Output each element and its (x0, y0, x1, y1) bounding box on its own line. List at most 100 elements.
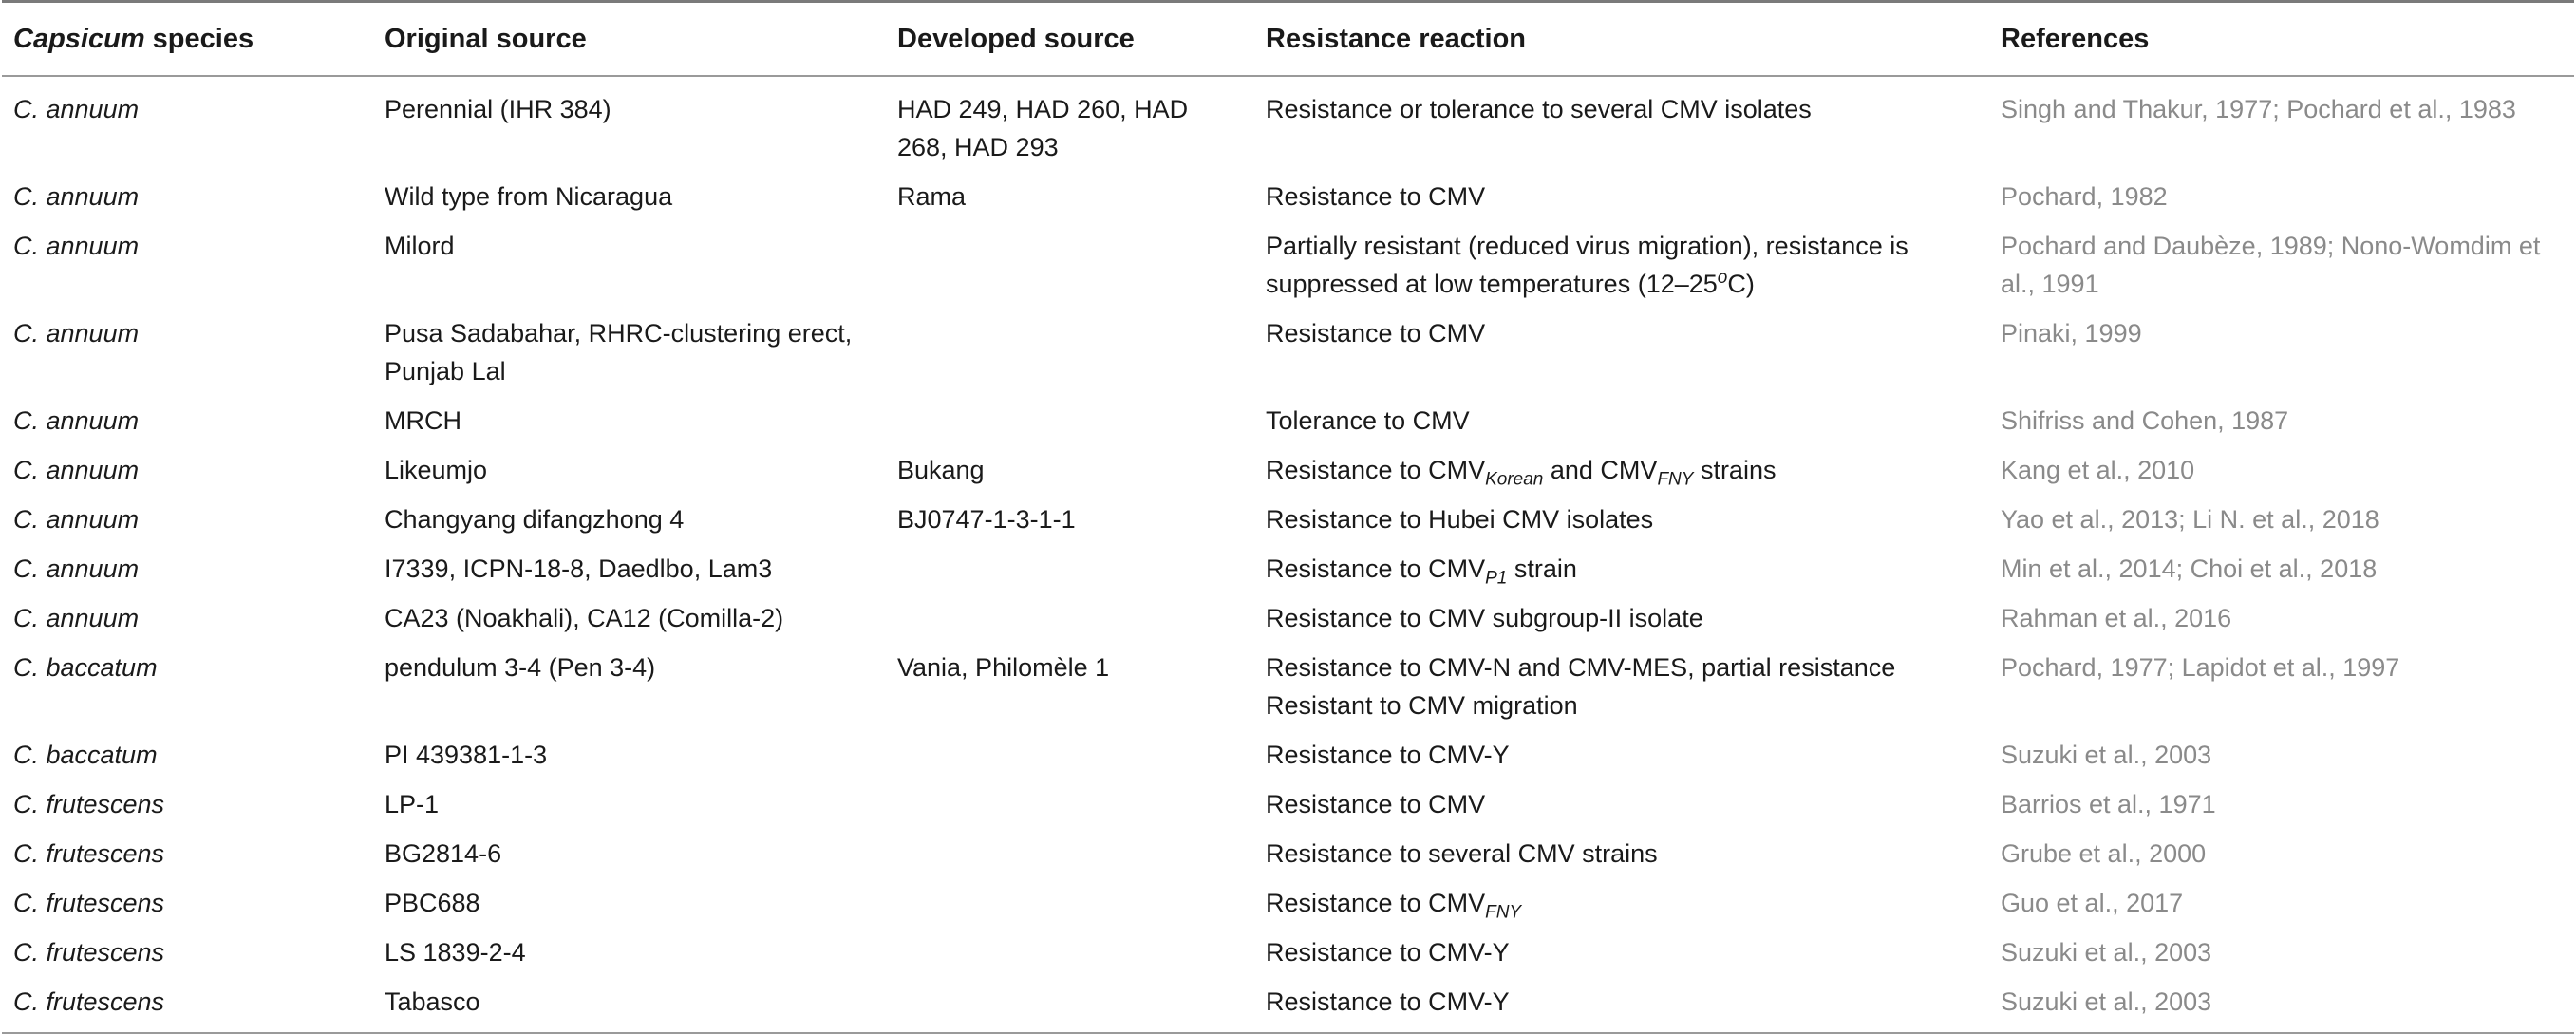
reaction-text: Resistance to CMV-Y (1266, 741, 1510, 769)
cell-species: C. baccatum (13, 653, 158, 682)
cell-developed-source (886, 928, 1254, 977)
cell-species: C. annuum (13, 604, 140, 632)
cell-developed-source (886, 221, 1254, 309)
reaction-subscript: FNY (1485, 902, 1522, 923)
cell-developed-source (886, 780, 1254, 829)
reaction-superscript: o (1717, 268, 1728, 288)
cell-developed-source (886, 878, 1254, 928)
cell-resistance-reaction: Resistance or tolerance to several CMV i… (1254, 76, 1989, 172)
reaction-text-post: strain (1507, 555, 1577, 583)
reaction-text: Resistance to several CMV strains (1266, 839, 1658, 868)
cell-developed-source (886, 977, 1254, 1033)
cell-references: Shifriss and Cohen, 1987 (2001, 406, 2289, 435)
cell-developed-source (886, 593, 1254, 643)
cell-developed-source: HAD 249, HAD 260, HAD 268, HAD 293 (897, 95, 1189, 161)
reaction-text: Resistance to CMV (1266, 889, 1486, 917)
cell-developed-source (886, 829, 1254, 878)
cell-resistance-reaction: Resistance to CMV-Y (1254, 977, 1989, 1033)
cell-resistance-reaction: Resistance to CMV subgroup-II isolate (1254, 593, 1989, 643)
cell-references: Pochard, 1977; Lapidot et al., 1997 (2001, 653, 2400, 682)
reaction-subscript: P1 (1485, 568, 1508, 589)
cell-developed-source: Bukang (897, 456, 985, 484)
header-developed-source: Developed source (897, 24, 1135, 54)
cell-developed-source (886, 396, 1254, 445)
reaction-subscript: FNY (1657, 469, 1694, 490)
header-species-rest: species (144, 24, 254, 54)
cell-developed-source (886, 730, 1254, 780)
cell-species: C. frutescens (13, 889, 165, 917)
cell-references: Barrios et al., 1971 (2001, 790, 2216, 818)
reaction-text: Resistance to CMV-N and CMV-MES, partial… (1266, 653, 1896, 720)
cell-resistance-reaction: Partially resistant (reduced virus migra… (1254, 221, 1989, 309)
cell-references: Suzuki et al., 2003 (2001, 938, 2212, 967)
cell-species: C. annuum (13, 406, 140, 435)
cell-original-source: Tabasco (385, 987, 480, 1016)
table-header: Capsicum species Original source Develop… (2, 1, 2574, 77)
cell-species: C. frutescens (13, 938, 165, 967)
cell-species: C. frutescens (13, 987, 165, 1016)
header-resistance-reaction: Resistance reaction (1266, 24, 1527, 54)
cell-original-source: CA23 (Noakhali), CA12 (Comilla-2) (385, 604, 784, 632)
cell-original-source: PBC688 (385, 889, 480, 917)
cell-references: Singh and Thakur, 1977; Pochard et al., … (2001, 95, 2516, 123)
cell-references: Suzuki et al., 2003 (2001, 987, 2212, 1016)
table-row: C. annuum Milord Partially resistant (redu… (2, 221, 2574, 309)
cell-original-source: Milord (385, 232, 455, 260)
cell-references: Pinaki, 1999 (2001, 319, 2142, 348)
cell-references: Kang et al., 2010 (2001, 456, 2195, 484)
reaction-text: Resistance to Hubei CMV isolates (1266, 505, 1654, 534)
table-row: C. annuum CA23 (Noakhali), CA12 (Comilla-… (2, 593, 2574, 643)
reaction-text: Resistance to CMV (1266, 182, 1486, 211)
cell-resistance-reaction: Resistance to CMVKorean and CMVFNY strai… (1254, 445, 1989, 495)
reaction-text: Resistance to CMV (1266, 319, 1486, 348)
cell-original-source: LP-1 (385, 790, 440, 818)
header-species: Capsicum species (2, 2, 373, 77)
cell-species: C. annuum (13, 182, 140, 211)
table-row: C. frutescens Tabasco Resistance to CMV-Y S… (2, 977, 2574, 1033)
cell-developed-source: Vania, Philomèle 1 (897, 653, 1110, 682)
header-species-italic: Capsicum (13, 24, 145, 54)
reaction-text: Resistance to CMV (1266, 456, 1486, 484)
reaction-text: Resistance to CMV-Y (1266, 987, 1510, 1016)
reaction-text-mid: and CMV (1543, 456, 1658, 484)
reaction-text: Resistance to CMV (1266, 790, 1486, 818)
cell-original-source: Wild type from Nicaragua (385, 182, 673, 211)
reaction-text: Tolerance to CMV (1266, 406, 1470, 435)
reaction-subscript: Korean (1485, 469, 1544, 490)
cell-species: C. annuum (13, 505, 140, 534)
cell-original-source: LS 1839-2-4 (385, 938, 526, 967)
cell-resistance-reaction: Resistance to CMV-N and CMV-MES, partial… (1254, 643, 1989, 730)
cell-references: Min et al., 2014; Choi et al., 2018 (2001, 555, 2378, 583)
cell-species: C. annuum (13, 232, 140, 260)
cell-references: Yao et al., 2013; Li N. et al., 2018 (2001, 505, 2379, 534)
cell-species: C. annuum (13, 456, 140, 484)
cell-resistance-reaction: Tolerance to CMV (1254, 396, 1989, 445)
cell-original-source: I7339, ICPN-18-8, Daedlbo, Lam3 (385, 555, 773, 583)
reaction-text-post: strains (1693, 456, 1777, 484)
cell-original-source: BG2814-6 (385, 839, 502, 868)
cell-original-source: PI 439381-1-3 (385, 741, 548, 769)
cell-resistance-reaction: Resistance to CMV (1254, 309, 1989, 396)
cell-species: C. frutescens (13, 839, 165, 868)
cell-resistance-reaction: Resistance to Hubei CMV isolates (1254, 495, 1989, 544)
cell-resistance-reaction: Resistance to CMV-Y (1254, 928, 1989, 977)
cell-references: Rahman et al., 2016 (2001, 604, 2232, 632)
cell-references: Pochard, 1982 (2001, 182, 2168, 211)
table-row: C. frutescens BG2814-6 Resistance to sever… (2, 829, 2574, 878)
cell-original-source: MRCH (385, 406, 461, 435)
reaction-text: Partially resistant (reduced virus migra… (1266, 232, 1908, 298)
cell-original-source: Changyang difangzhong 4 (385, 505, 685, 534)
reaction-text: Resistance or tolerance to several CMV i… (1266, 95, 1812, 123)
